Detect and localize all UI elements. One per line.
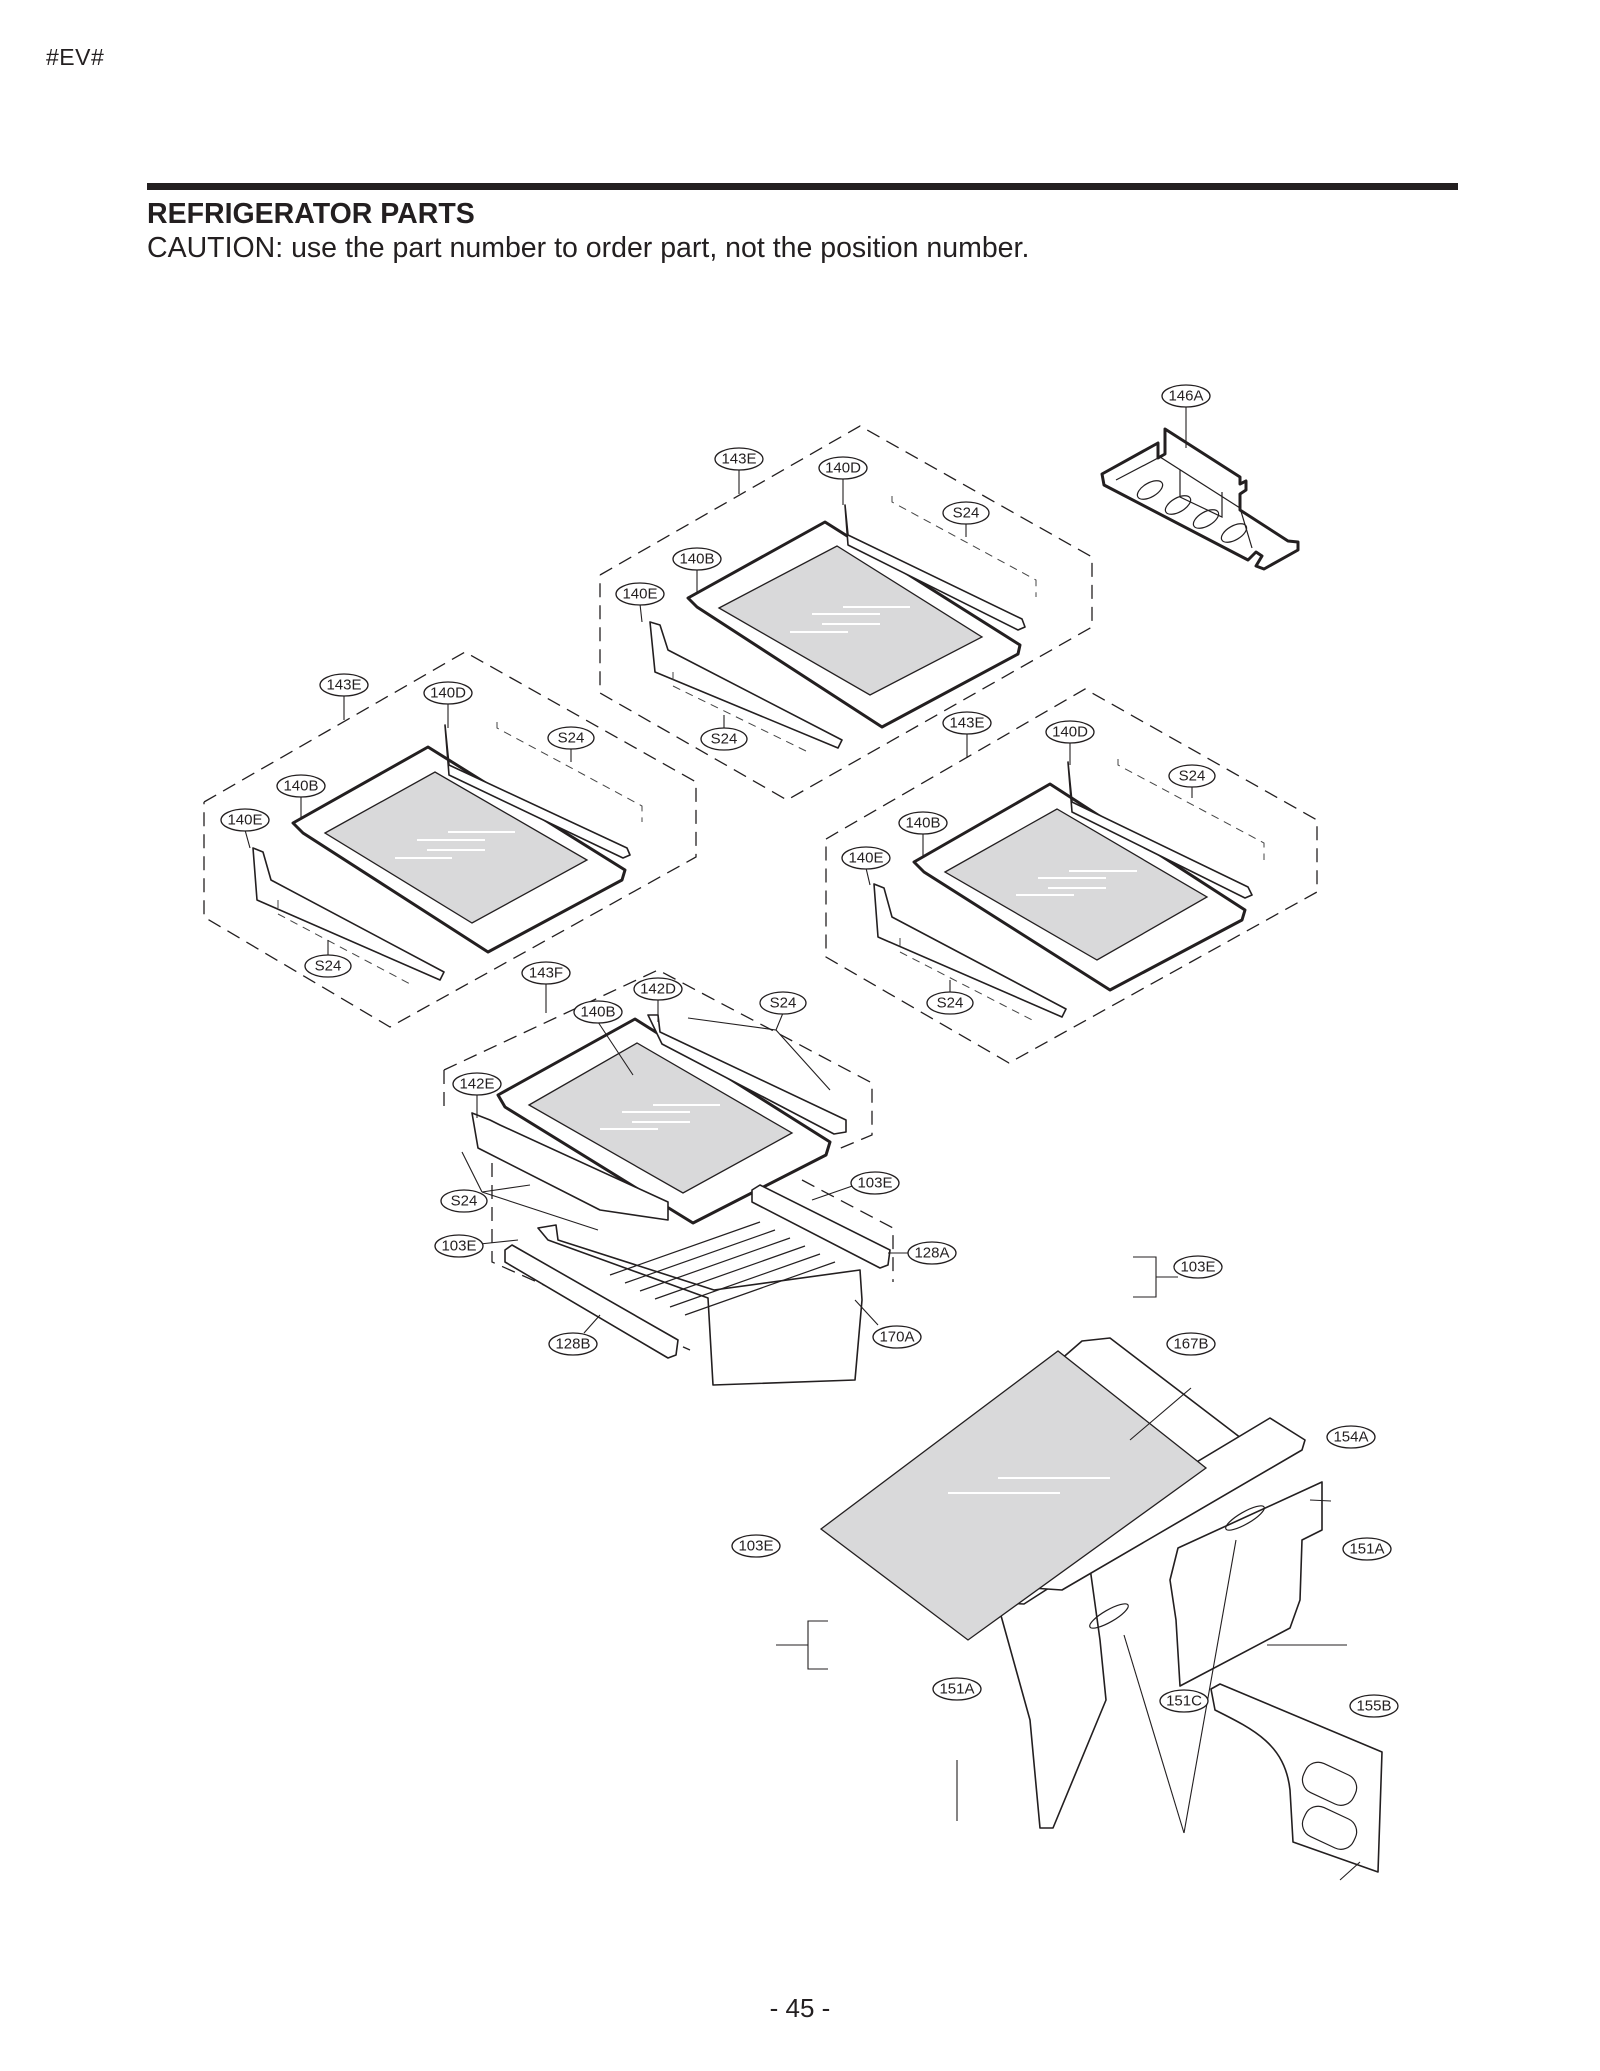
header-rule xyxy=(147,183,1458,190)
page-title: REFRIGERATOR PARTS xyxy=(147,198,475,230)
svg-text:S24: S24 xyxy=(451,1193,478,1210)
svg-text:140E: 140E xyxy=(227,812,262,829)
callout-103e-d: 103E xyxy=(731,1534,781,1558)
shelf-assembly-top xyxy=(599,425,1093,801)
callout-140d-top: 140D xyxy=(818,456,868,480)
callout-140b-left: 140B xyxy=(276,774,326,798)
svg-text:142E: 142E xyxy=(459,1076,494,1093)
callout-140b-top: 140B xyxy=(672,547,722,571)
svg-text:S24: S24 xyxy=(1179,768,1206,785)
svg-text:140E: 140E xyxy=(848,850,883,867)
callout-140b-right: 140B xyxy=(898,811,948,835)
callout-155b: 155B xyxy=(1349,1694,1399,1718)
svg-text:151A: 151A xyxy=(1349,1541,1384,1558)
callout-s24-crisper-a: S24 xyxy=(759,991,807,1015)
callout-140d-left: 140D xyxy=(423,681,473,705)
svg-text:S24: S24 xyxy=(315,958,342,975)
svg-text:143E: 143E xyxy=(949,715,984,732)
svg-text:103E: 103E xyxy=(857,1175,892,1192)
svg-text:140D: 140D xyxy=(430,685,466,702)
svg-text:151C: 151C xyxy=(1166,1693,1202,1710)
callout-143e-top: 143E xyxy=(714,447,764,471)
callout-142e: 142E xyxy=(452,1072,502,1096)
callout-s24-left-b: S24 xyxy=(304,954,352,978)
part-146a-rack xyxy=(1100,427,1300,571)
svg-text:140D: 140D xyxy=(1052,724,1088,741)
svg-text:154A: 154A xyxy=(1333,1429,1368,1446)
svg-text:S24: S24 xyxy=(937,995,964,1012)
page-number: - 45 - xyxy=(769,1993,831,2023)
document-code: #EV# xyxy=(46,44,105,70)
svg-text:S24: S24 xyxy=(711,731,738,748)
callout-s24-left-a: S24 xyxy=(547,726,595,750)
callout-s24-crisper-b: S24 xyxy=(440,1189,488,1213)
svg-text:103E: 103E xyxy=(1180,1259,1215,1276)
callout-140d-right: 140D xyxy=(1045,720,1095,744)
svg-text:103E: 103E xyxy=(441,1238,476,1255)
crisper-assembly xyxy=(443,969,894,1386)
caution-note: CAUTION: use the part number to order pa… xyxy=(147,232,1030,264)
svg-text:167B: 167B xyxy=(1173,1336,1208,1353)
svg-text:143F: 143F xyxy=(529,965,563,982)
callout-143e-right: 143E xyxy=(942,711,992,735)
svg-text:128A: 128A xyxy=(914,1245,949,1262)
svg-text:S24: S24 xyxy=(953,505,980,522)
svg-text:103E: 103E xyxy=(738,1538,773,1555)
shelf-assembly-left xyxy=(203,651,697,1028)
svg-text:140B: 140B xyxy=(905,815,940,832)
callout-140b-crisper: 140B xyxy=(573,1000,623,1024)
svg-text:S24: S24 xyxy=(558,730,585,747)
svg-text:128B: 128B xyxy=(555,1336,590,1353)
callout-151a-right: 151A xyxy=(1342,1537,1392,1561)
callout-s24-right-b: S24 xyxy=(926,991,974,1015)
callout-143e-left: 143E xyxy=(319,673,369,697)
callout-s24-top-a: S24 xyxy=(942,501,990,525)
svg-text:140B: 140B xyxy=(580,1004,615,1021)
svg-text:151A: 151A xyxy=(939,1681,974,1698)
svg-text:140D: 140D xyxy=(825,460,861,477)
svg-text:140E: 140E xyxy=(622,586,657,603)
svg-text:142D: 142D xyxy=(640,981,676,998)
svg-text:146A: 146A xyxy=(1168,388,1203,405)
callout-103e-b: 103E xyxy=(434,1234,484,1258)
callout-167b: 167B xyxy=(1166,1332,1216,1356)
callout-128b: 128B xyxy=(548,1332,598,1356)
part-155b-panel xyxy=(1210,1683,1383,1873)
callout-151a-left: 151A xyxy=(932,1677,982,1701)
svg-text:170A: 170A xyxy=(879,1329,914,1346)
callout-140e-right: 140E xyxy=(841,846,891,870)
callout-170a: 170A xyxy=(872,1325,922,1349)
svg-text:143E: 143E xyxy=(326,677,361,694)
callout-146a: 146A xyxy=(1161,384,1211,408)
callout-s24-right-a: S24 xyxy=(1168,764,1216,788)
callout-103e-c: 103E xyxy=(1173,1255,1223,1279)
svg-text:140B: 140B xyxy=(283,778,318,795)
svg-text:143E: 143E xyxy=(721,451,756,468)
svg-text:S24: S24 xyxy=(770,995,797,1012)
svg-text:155B: 155B xyxy=(1356,1698,1391,1715)
callout-140e-left: 140E xyxy=(220,808,270,832)
callout-s24-top-b: S24 xyxy=(700,727,748,751)
callout-103e-a: 103E xyxy=(850,1171,900,1195)
shelf-assembly-right xyxy=(825,688,1318,1064)
callout-142d: 142D xyxy=(633,977,683,1001)
callout-140e-top: 140E xyxy=(615,582,665,606)
callout-151c: 151C xyxy=(1159,1689,1209,1713)
vegetable-drawer-assembly xyxy=(819,1337,1323,1829)
callout-143f: 143F xyxy=(521,961,571,985)
callout-128a: 128A xyxy=(907,1241,957,1265)
leader-lines xyxy=(244,406,1361,1881)
svg-text:140B: 140B xyxy=(679,551,714,568)
callout-154a: 154A xyxy=(1326,1425,1376,1449)
